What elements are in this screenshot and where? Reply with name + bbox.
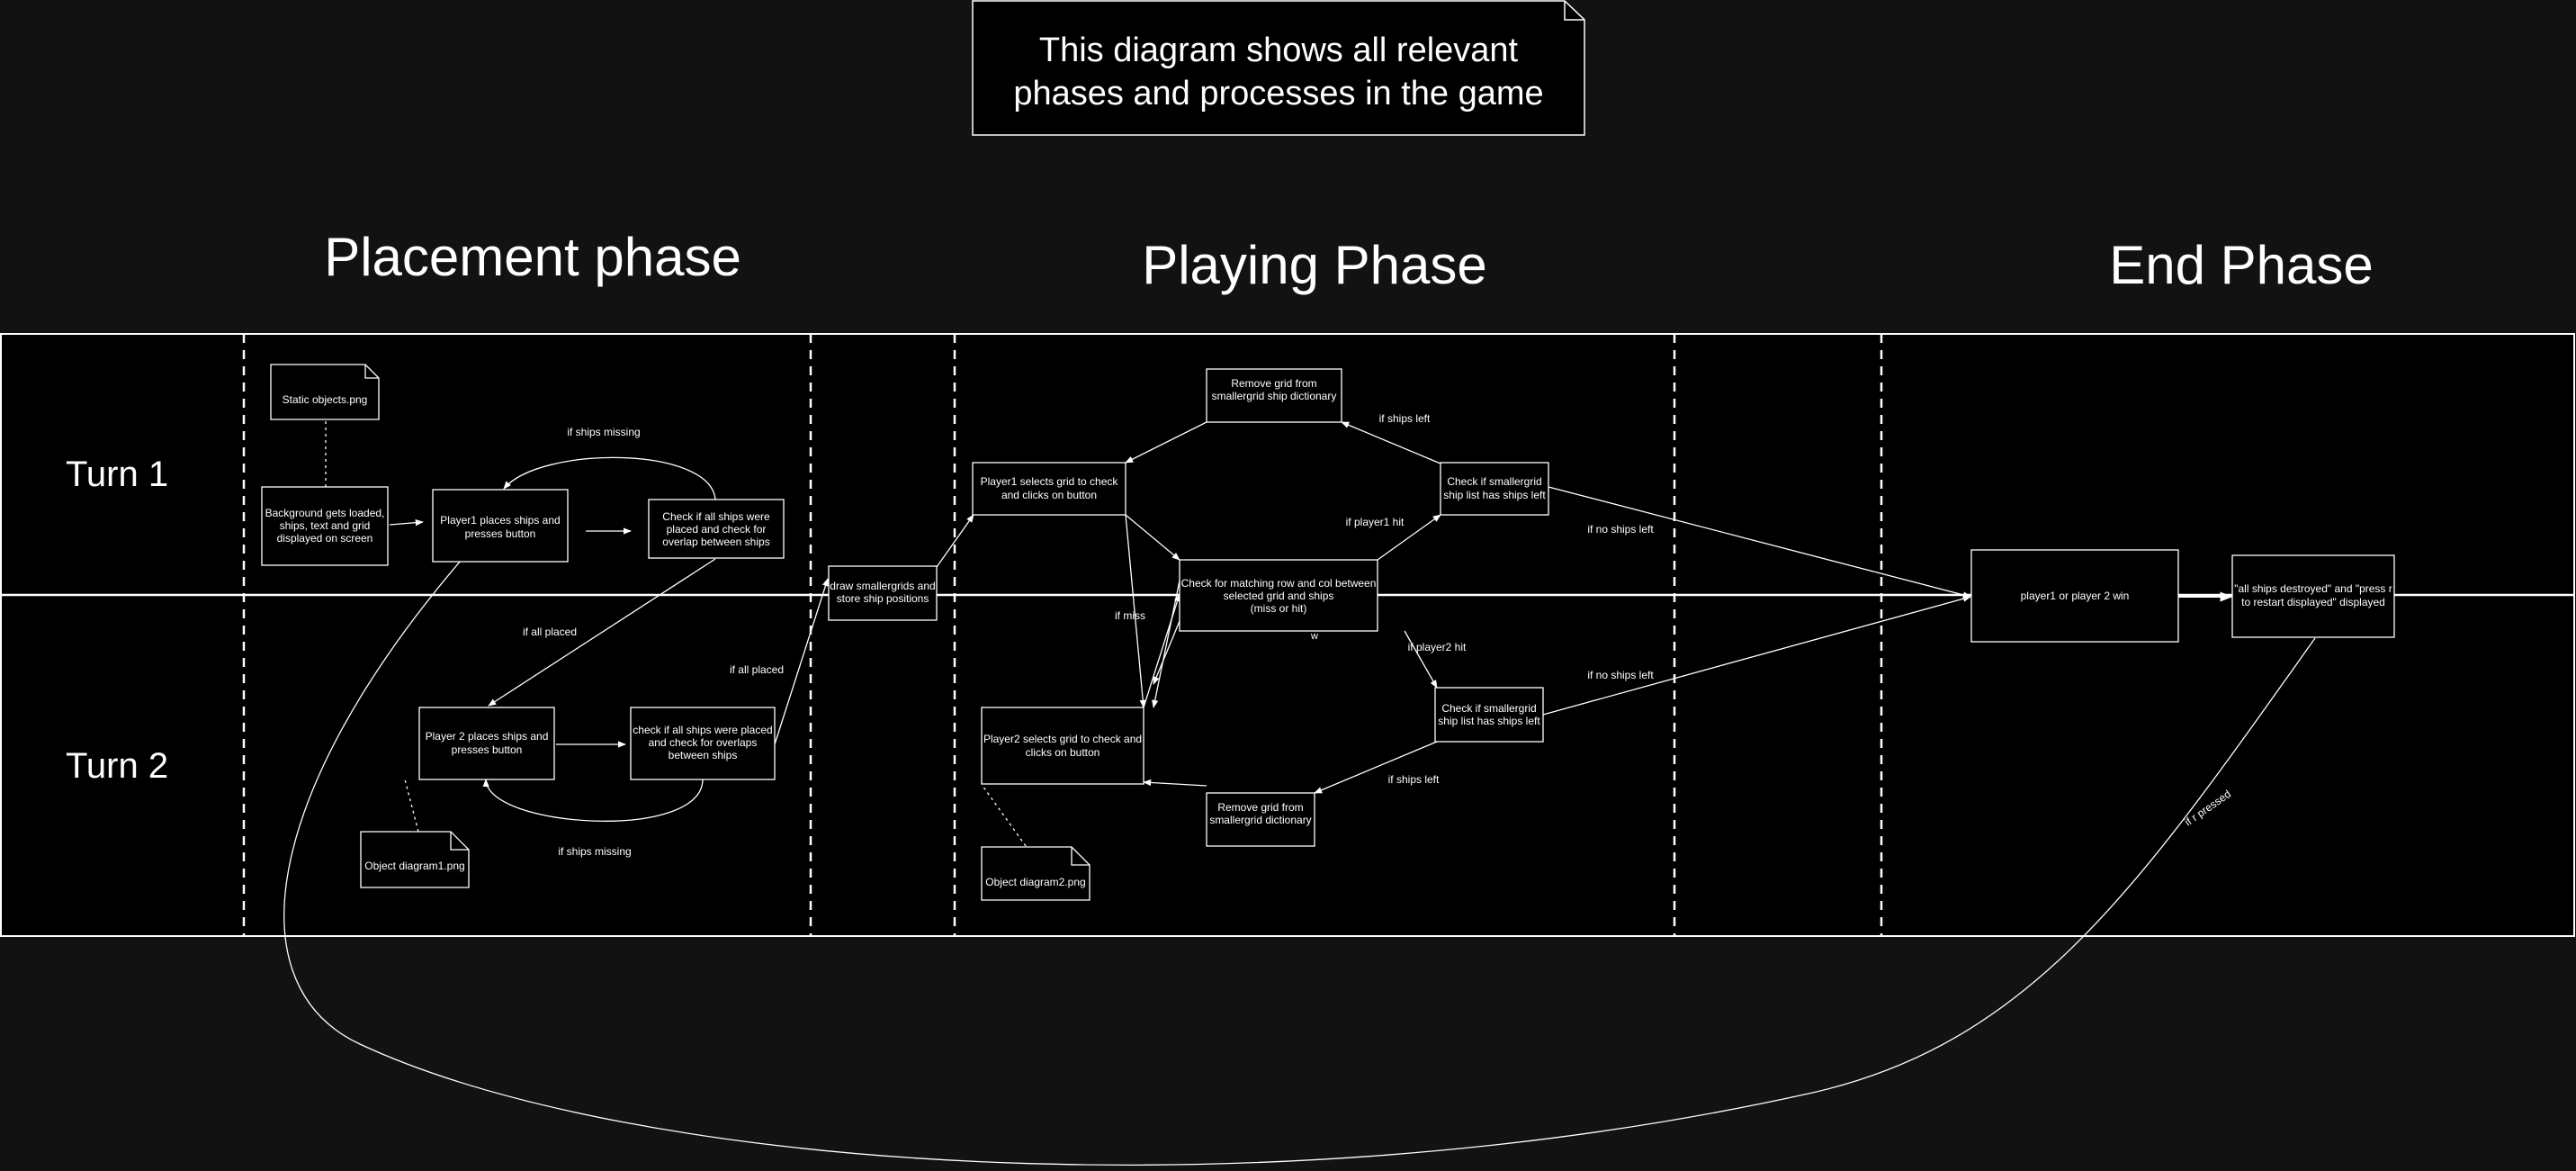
label-player1-hit: if player1 hit bbox=[1346, 516, 1405, 528]
svg-text:Check if all ships were: Check if all ships were bbox=[662, 510, 770, 523]
svg-text:selected grid and ships: selected grid and ships bbox=[1224, 590, 1334, 602]
node-p2-select: Player2 selects grid to check and clicks… bbox=[981, 707, 1144, 785]
edge-draw-to-p1select bbox=[936, 514, 974, 568]
label-ships-missing-2: if ships missing bbox=[558, 845, 631, 858]
label-miss: if miss bbox=[1115, 609, 1145, 622]
edge-match-to-p2select bbox=[1153, 620, 1180, 685]
svg-text:presses button: presses button bbox=[452, 743, 523, 756]
node-remove-bottom: Remove grid from smallergrid dictionary bbox=[1206, 792, 1315, 847]
node-background-loaded: Background gets loaded, ships, text and … bbox=[261, 486, 389, 566]
svg-text:draw smallergrids and: draw smallergrids and bbox=[830, 580, 935, 592]
label-no-ships-left-top: if no ships left bbox=[1587, 523, 1654, 536]
edge-check2-loop-bottom bbox=[482, 779, 704, 822]
node-all-ships-destroyed: "all ships destroyed" and "press r to re… bbox=[2231, 554, 2395, 638]
edge-checktop-to-remove bbox=[1341, 421, 1441, 464]
svg-text:presses button: presses button bbox=[465, 527, 536, 540]
label-stray-w: w bbox=[1310, 631, 1318, 642]
svg-text:Player 2 places ships and: Player 2 places ships and bbox=[426, 730, 549, 743]
svg-text:check if all ships were placed: check if all ships were placed bbox=[633, 724, 772, 736]
svg-text:ships, text and grid: ships, text and grid bbox=[280, 519, 371, 532]
edge-checkbottom-to-win bbox=[1542, 595, 1971, 716]
edges bbox=[283, 421, 2316, 1166]
node-p1-check: Check if all ships were placed and check… bbox=[648, 499, 785, 559]
node-p2-check: check if all ships were placed and check… bbox=[630, 707, 776, 780]
edge-match-to-checktop bbox=[1377, 514, 1441, 561]
svg-text:Player1 places ships and: Player1 places ships and bbox=[440, 514, 560, 527]
svg-text:smallergrid dictionary: smallergrid dictionary bbox=[1209, 814, 1311, 826]
svg-text:and check for overlaps: and check for overlaps bbox=[649, 736, 758, 749]
edge-p2select-to-match bbox=[1143, 593, 1180, 708]
svg-text:Check if smallergrid: Check if smallergrid bbox=[1447, 475, 1541, 488]
svg-text:Player2 selects grid to check: Player2 selects grid to check and bbox=[983, 733, 1142, 745]
svg-text:Player1 selects grid to check: Player1 selects grid to check bbox=[981, 475, 1119, 488]
label-all-placed-2: if all placed bbox=[730, 663, 784, 676]
svg-text:overlap between ships: overlap between ships bbox=[662, 536, 769, 548]
phase-title-end: End Phase bbox=[2109, 235, 2374, 295]
svg-text:(miss or hit): (miss or hit) bbox=[1251, 602, 1307, 615]
note-line-2: phases and processes in the game bbox=[1013, 75, 1543, 113]
edge-p1select-to-match bbox=[1125, 514, 1180, 561]
edge-object1-to-p2 bbox=[404, 779, 419, 833]
svg-text:player1 or player 2 win: player1 or player 2 win bbox=[2021, 590, 2130, 602]
edge-remove2-to-p2select bbox=[1143, 779, 1207, 787]
edge-check2-to-draw bbox=[774, 578, 829, 745]
label-all-placed-1: if all placed bbox=[523, 626, 577, 638]
file-static-objects: Static objects.png bbox=[270, 364, 380, 420]
label-no-ships-left-bottom: if no ships left bbox=[1587, 669, 1654, 681]
note-line-1: This diagram shows all relevant bbox=[1039, 32, 1519, 69]
edge-checktop-to-win bbox=[1548, 486, 1971, 599]
svg-text:to restart displayed" displaye: to restart displayed" displayed bbox=[2241, 596, 2385, 608]
file-object-diagram1: Object diagram1.png bbox=[360, 831, 470, 888]
edge-p1select-to-p2-miss bbox=[1125, 514, 1146, 708]
label-ships-missing-1: if ships missing bbox=[567, 426, 640, 438]
node-check-top: Check if smallergrid ship list has ships… bbox=[1440, 462, 1549, 516]
node-p1-places: Player1 places ships and presses button bbox=[432, 489, 569, 563]
svg-text:between ships: between ships bbox=[669, 749, 738, 761]
svg-text:clicks on button: clicks on button bbox=[1026, 746, 1100, 759]
edge-remove-to-p1select bbox=[1125, 421, 1207, 464]
edge-background-to-p1 bbox=[389, 519, 424, 527]
svg-text:smallergrid ship dictionary: smallergrid ship dictionary bbox=[1212, 390, 1337, 402]
label-player2-hit: if player2 hit bbox=[1408, 641, 1467, 653]
label-ships-left-top: if ships left bbox=[1379, 412, 1431, 425]
svg-text:ship list has ships left: ship list has ships left bbox=[1438, 715, 1540, 727]
node-check-match: Check for matching row and col between s… bbox=[1179, 559, 1378, 632]
svg-text:Remove grid from: Remove grid from bbox=[1231, 377, 1316, 390]
phase-separators bbox=[242, 334, 1883, 936]
edge-check-to-p2 bbox=[488, 558, 716, 707]
nodes: Static objects.png Object diagram1.png O… bbox=[261, 364, 2395, 901]
node-win: player1 or player 2 win bbox=[1970, 549, 2179, 643]
svg-text:Static objects.png: Static objects.png bbox=[283, 393, 368, 406]
phase-title-placement: Placement phase bbox=[324, 227, 741, 287]
svg-text:Check for matching row and col: Check for matching row and col between bbox=[1181, 577, 1377, 590]
edge-checkbottom-to-remove2 bbox=[1314, 741, 1438, 794]
file-object-diagram2: Object diagram2.png bbox=[981, 846, 1091, 901]
diagram-note: This diagram shows all relevant phases a… bbox=[972, 0, 1585, 136]
turn-label-2: Turn 2 bbox=[66, 746, 168, 786]
svg-text:placed and check for: placed and check for bbox=[667, 523, 767, 536]
svg-text:Object diagram2.png: Object diagram2.png bbox=[985, 876, 1085, 888]
svg-text:Check if smallergrid: Check if smallergrid bbox=[1441, 702, 1536, 715]
turn-label-1: Turn 1 bbox=[66, 455, 168, 494]
label-ships-left-bottom: if ships left bbox=[1388, 773, 1440, 786]
node-p1-select: Player1 selects grid to check and clicks… bbox=[972, 462, 1126, 516]
svg-text:"all ships destroyed" and "pre: "all ships destroyed" and "press r bbox=[2234, 582, 2392, 595]
svg-text:and clicks on button: and clicks on button bbox=[1001, 489, 1097, 501]
node-draw-smallergrids: draw smallergrids and store ship positio… bbox=[828, 565, 938, 621]
edge-check-loop-top bbox=[503, 456, 716, 500]
node-check-bottom: Check if smallergrid ship list has ships… bbox=[1434, 687, 1544, 743]
edge-restart-loop bbox=[283, 518, 2316, 1166]
node-p2-places: Player 2 places ships and presses button bbox=[418, 707, 555, 780]
svg-text:displayed on screen: displayed on screen bbox=[277, 532, 373, 545]
svg-text:Background gets loaded,: Background gets loaded, bbox=[265, 507, 385, 519]
node-remove-top: Remove grid from smallergrid ship dictio… bbox=[1206, 368, 1342, 423]
svg-text:store ship positions: store ship positions bbox=[837, 592, 929, 605]
svg-text:Remove grid from: Remove grid from bbox=[1217, 801, 1303, 814]
phase-title-playing: Playing Phase bbox=[1142, 235, 1487, 295]
svg-text:Object diagram1.png: Object diagram1.png bbox=[364, 860, 464, 872]
edge-match-to-checkbottom bbox=[1404, 630, 1438, 689]
svg-text:ship list has ships left: ship list has ships left bbox=[1443, 489, 1546, 501]
